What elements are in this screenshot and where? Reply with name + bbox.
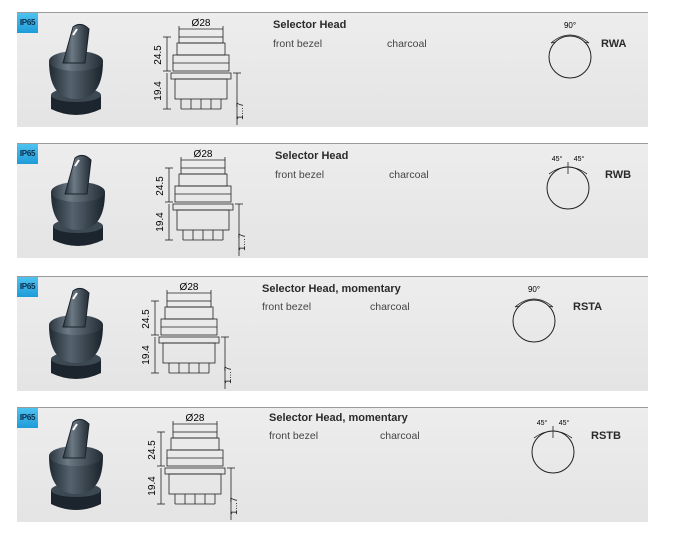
product-title: Selector Head [273,19,347,31]
angle-label: 90° [528,285,540,294]
diameter-label: Ø28 [186,413,205,424]
height-lower-label: 19.4 [141,345,152,365]
height-upper-label: 24.5 [147,440,158,460]
product-title: Selector Head, momentary [269,412,408,424]
dimension-drawing: Ø28 24.5 19.4 1...7 [147,413,239,521]
angle-label-right: 45° [574,155,585,163]
height-upper-label: 24.5 [153,45,164,65]
diameter-label: Ø28 [180,282,199,293]
height-lower-label: 19.4 [147,476,158,496]
selector-knob-image [48,418,104,511]
selector-knob-image [50,154,106,247]
product-part: front bezel [262,301,312,313]
switching-angle-diagram: 90° [548,21,592,79]
height-lower-label: 19.4 [155,212,166,232]
height-upper-label: 24.5 [141,309,152,329]
switching-angle-diagram: 45° 45° [546,155,590,210]
ip65-badge: IP65 [17,277,38,297]
ip65-badge: IP65 [17,408,38,428]
product-row-rstb: IP65 Ø28 24.5 19.4 1...7 Selector Head, … [17,407,648,522]
diameter-label: Ø28 [194,149,213,160]
product-row-rsta: IP65 Ø28 24.5 19.4 1...7 Selector Head, … [17,276,648,391]
angle-label: 90° [564,21,576,30]
selector-knob-image [48,23,104,116]
switching-angle-diagram: 45° 45° [531,419,575,474]
dimension-drawing: Ø28 24.5 19.4 1...7 [155,149,247,257]
range-label: 1...7 [237,233,247,251]
range-label: 1...7 [223,366,233,384]
ip65-badge: IP65 [17,144,38,164]
product-code: RSTA [573,301,603,313]
product-code: RSTB [591,430,621,442]
dimension-drawing: Ø28 24.5 19.4 1...7 [153,18,245,126]
product-part: front bezel [275,169,325,181]
product-row-rwa: IP65 Ø28 24.5 19.4 1...7 Selector Head f… [17,12,648,127]
selector-knob-image [48,287,104,380]
dimension-drawing: Ø28 24.5 19.4 1...7 [141,282,233,390]
range-label: 1...7 [235,102,245,120]
angle-label-right: 45° [559,419,570,427]
product-title: Selector Head [275,150,349,162]
product-row-rwb: IP65 Ø28 24.5 19.4 1...7 Selector Head f… [17,143,648,258]
range-label: 1...7 [229,497,239,515]
product-part: front bezel [273,38,323,50]
product-code: RWA [601,38,627,50]
ip65-badge: IP65 [17,13,38,33]
angle-label-left: 45° [552,155,563,163]
product-color: charcoal [387,38,427,50]
switching-angle-diagram: 90° [512,285,556,343]
product-part: front bezel [269,430,319,442]
height-upper-label: 24.5 [155,176,166,196]
product-color: charcoal [389,169,429,181]
angle-label-left: 45° [537,419,548,427]
product-title: Selector Head, momentary [262,283,401,295]
diameter-label: Ø28 [192,18,211,29]
product-color: charcoal [380,430,420,442]
product-code: RWB [605,169,632,181]
height-lower-label: 19.4 [153,81,164,101]
product-color: charcoal [370,301,410,313]
